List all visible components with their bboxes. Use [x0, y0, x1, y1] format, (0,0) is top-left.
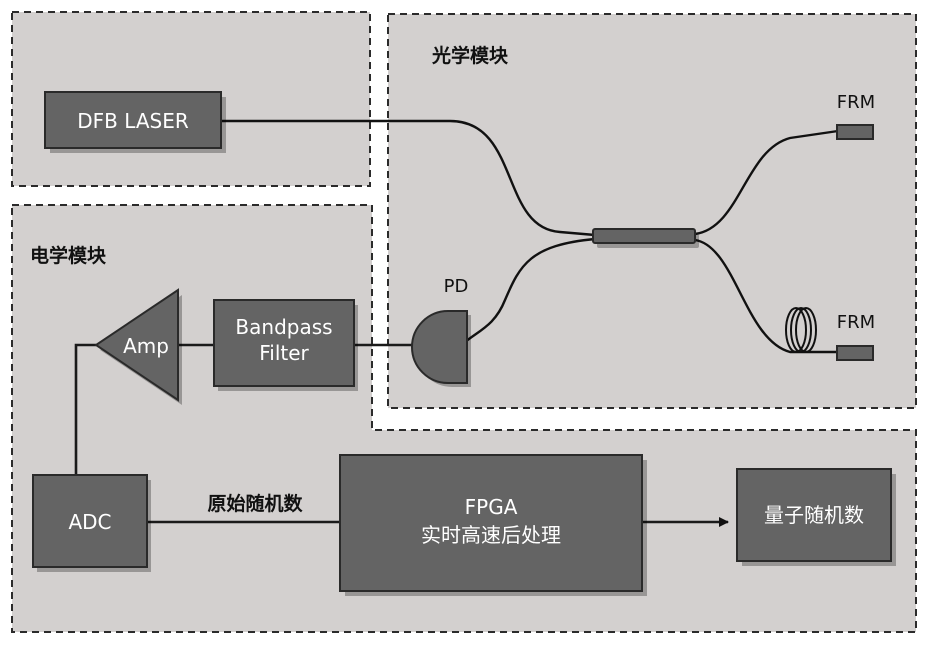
fpga-block — [339, 454, 643, 592]
bandpass-filter-block — [213, 299, 355, 387]
laser-fiber — [220, 119, 596, 237]
amplifier — [94, 288, 179, 402]
frm-bottom-label: FRM — [837, 312, 875, 333]
frm-bottom-fiber — [694, 238, 838, 354]
frm-top-block — [836, 124, 874, 140]
optical-module-region — [387, 13, 917, 409]
frm-bottom-block — [836, 345, 874, 361]
electrical-module-title: 电学模块 — [30, 244, 107, 267]
frm-top-label: FRM — [837, 92, 875, 113]
amp-label: Amp — [123, 334, 169, 358]
qrng-output-block — [736, 468, 892, 562]
raw-random-label: 原始随机数 — [207, 492, 303, 515]
pd-fiber — [464, 237, 596, 343]
bandpass-label-line2: Filter — [259, 341, 309, 365]
frm-top-fiber — [694, 129, 839, 236]
dfb-laser-block — [44, 91, 222, 149]
photodetector — [411, 310, 468, 384]
bandpass-label-line1: Bandpass — [235, 315, 332, 339]
adc-label: ADC — [68, 510, 111, 534]
pd-label: PD — [444, 276, 469, 297]
amp-to-adc-wire — [74, 343, 96, 474]
qrng-output-label: 量子随机数 — [764, 503, 864, 527]
fiber-coupler — [592, 228, 696, 244]
fiber-coil — [785, 307, 817, 353]
fpga-label-line1: FPGA — [465, 495, 518, 519]
fpga-label-line2: 实时高速后处理 — [421, 523, 561, 547]
dfb-laser-label: DFB LASER — [77, 109, 189, 133]
optical-module-title: 光学模块 — [431, 44, 509, 67]
adc-block — [32, 474, 148, 568]
